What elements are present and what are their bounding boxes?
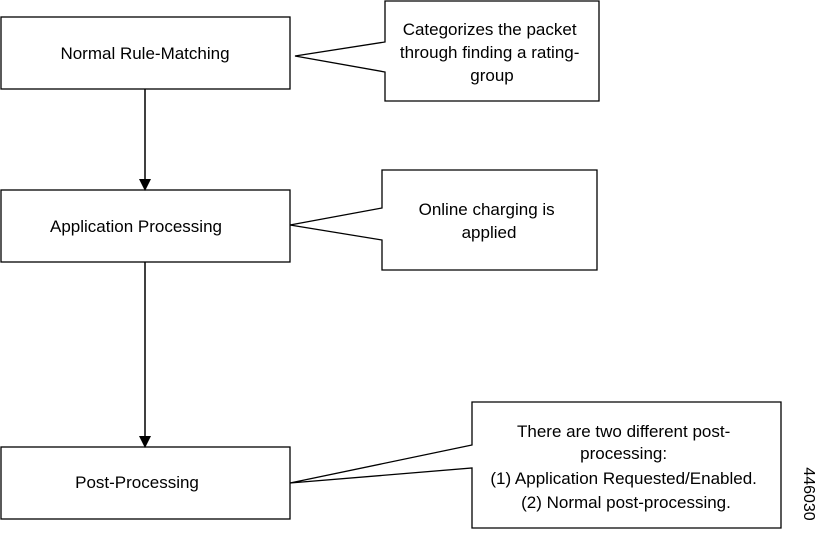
step-label: Post-Processing: [75, 473, 199, 492]
callout-post-processing-types: There are two different post- processing…: [289, 401, 782, 529]
figure-id: 446030: [800, 467, 817, 520]
callout-text: Online charging is applied: [419, 200, 560, 242]
callout-text: There are two different post- processing…: [490, 422, 761, 512]
callout-rating-group: Categorizes the packet through finding a…: [294, 0, 600, 102]
callout-online-charging: Online charging is applied: [289, 169, 598, 271]
step-post-processing: Post-Processing: [0, 446, 291, 520]
callout-text: Categorizes the packet through finding a…: [400, 20, 584, 85]
step-label: Normal Rule-Matching: [60, 44, 229, 63]
step-label: Application Processing: [50, 217, 222, 236]
step-application-processing: Application Processing: [0, 189, 291, 263]
step-normal-rule-matching: Normal Rule-Matching: [0, 16, 291, 90]
